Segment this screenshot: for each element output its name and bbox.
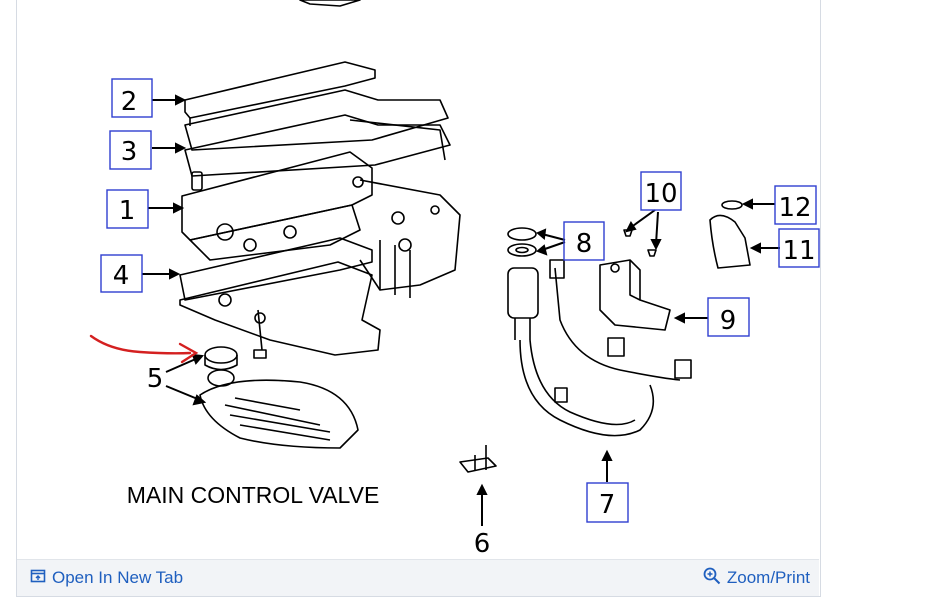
callout-box-4 (100, 254, 143, 293)
detent-spring (459, 445, 497, 473)
callout-box-1 (106, 189, 149, 229)
lower-plate (179, 237, 381, 356)
main-valve-body (181, 151, 461, 298)
speed-sensor (709, 200, 751, 269)
callout-box-2 (111, 78, 153, 118)
callout-label-5: 5 (147, 364, 164, 394)
callout-box-10 (640, 171, 682, 211)
callout-label-4: 4 (113, 261, 130, 291)
callout-box-8 (563, 221, 605, 261)
callout-label-7: 7 (599, 490, 616, 520)
magnifier-plus-icon (703, 567, 721, 590)
solenoid-block (599, 259, 671, 331)
callout-box-11 (778, 228, 820, 268)
open-in-new-tab-button[interactable]: Open In New Tab (30, 560, 183, 596)
callout-label-2: 2 (121, 87, 138, 117)
filter-seal (204, 346, 238, 371)
callout-box-9 (707, 297, 750, 337)
image-toolbar: Open In New Tab Zoom/Print (17, 559, 819, 596)
red-annotation-arrow (89, 334, 199, 364)
callout-label-8: 8 (576, 229, 593, 259)
wiring-harness (507, 259, 692, 437)
callout-label-12: 12 (778, 193, 811, 223)
callout-box-7 (586, 482, 629, 523)
open-in-new-tab-label: Open In New Tab (52, 568, 184, 587)
callout-label-6: 6 (474, 529, 491, 559)
callout-label-11: 11 (782, 236, 815, 266)
callout-box-12 (774, 185, 817, 225)
diagram-title: MAIN CONTROL VALVE (127, 482, 380, 508)
callout-label-10: 10 (644, 179, 677, 209)
transmission-filter (199, 369, 359, 449)
callout-label-3: 3 (121, 137, 138, 167)
separator-plate (184, 89, 451, 177)
callout-box-3 (109, 130, 152, 170)
zoom-print-label: Zoom/Print (726, 568, 810, 587)
callout-label-9: 9 (720, 306, 737, 336)
transmission-parts-diagram: 2 3 1 4 5 6 7 8 9 10 11 12 MAIN CONTROL … (89, 0, 820, 559)
upper-separator-plate (184, 61, 376, 126)
callout-label-1: 1 (119, 196, 136, 226)
open-in-new-tab-icon (30, 568, 46, 589)
zoom-print-button[interactable]: Zoom/Print (703, 560, 810, 596)
